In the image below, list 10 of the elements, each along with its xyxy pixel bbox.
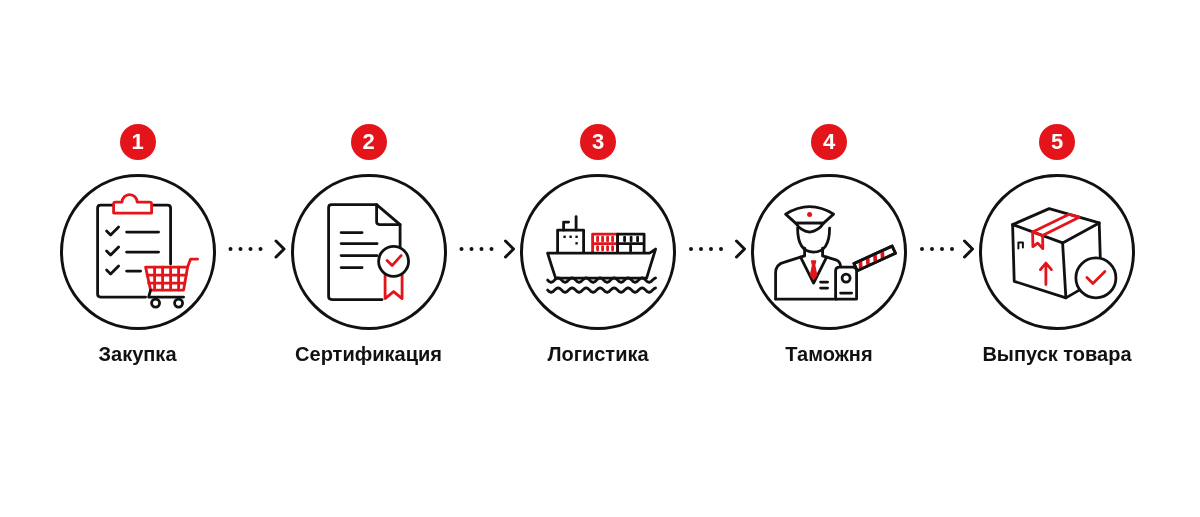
step-number-badge: 1 (119, 124, 156, 160)
step-number-badge: 5 (1039, 124, 1075, 160)
step-number-badge: 4 (811, 124, 847, 160)
step-label: Таможня (785, 342, 873, 366)
step-label: Выпуск товара (982, 342, 1132, 366)
step-label: Сертификация (295, 342, 442, 366)
step-number-badge: 3 (580, 124, 616, 160)
step-label: Закупка (98, 342, 177, 366)
step-label: Логистика (547, 342, 649, 366)
step-number-badge: 2 (350, 124, 387, 160)
